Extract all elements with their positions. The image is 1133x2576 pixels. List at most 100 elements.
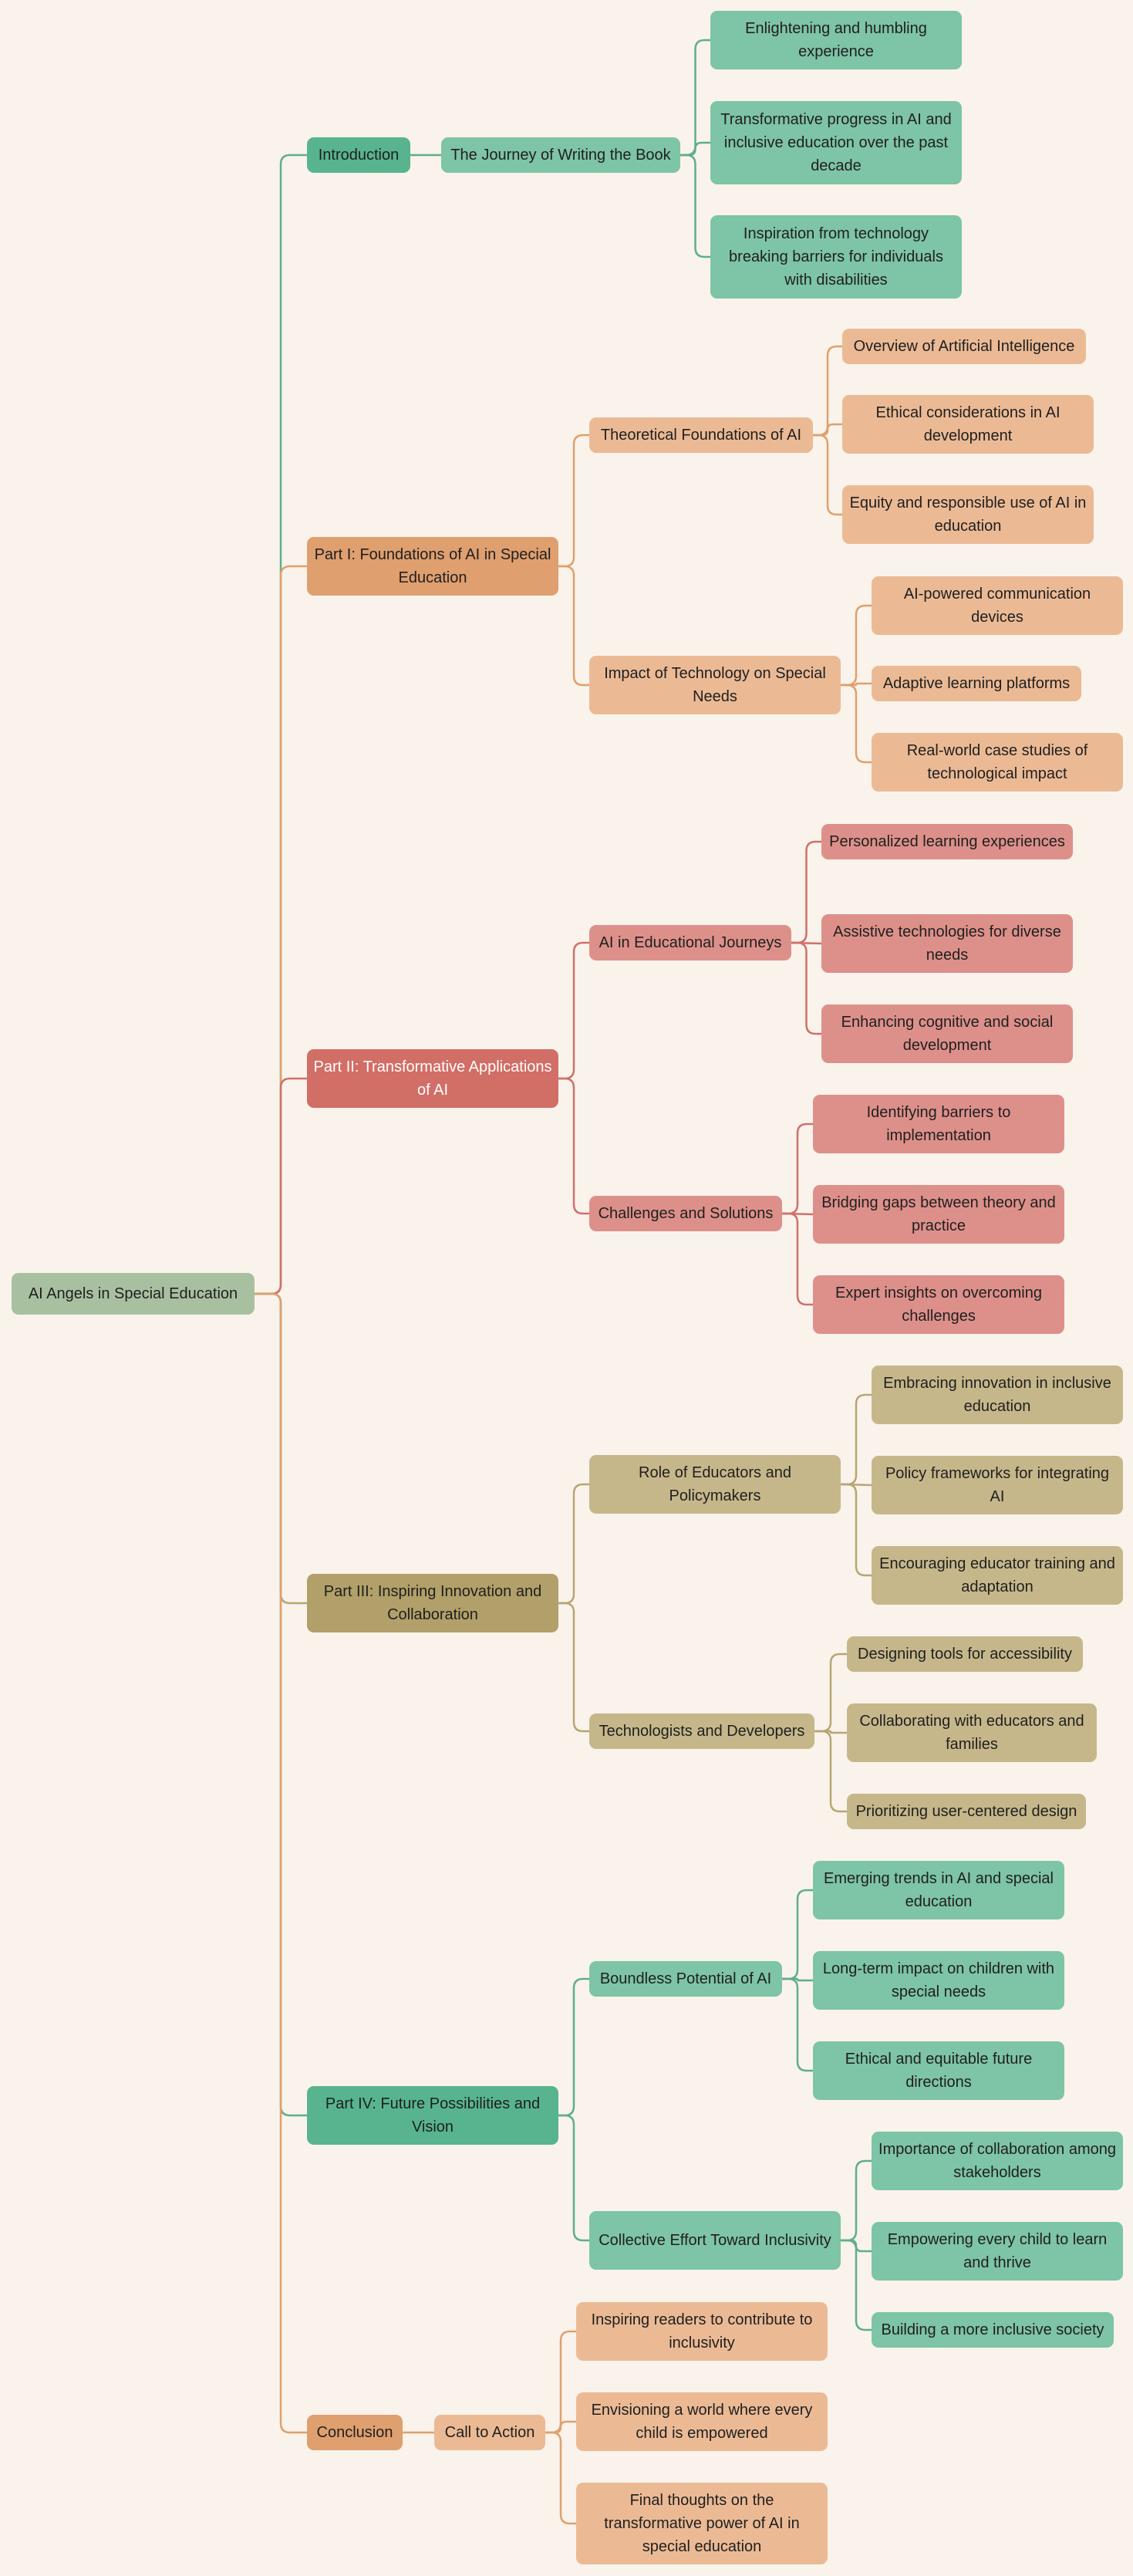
leaf-node-4-1-2-label: Policy frameworks for integrating AI	[885, 1465, 1110, 1505]
sub-node-1-1[interactable]: The Journey of Writing the Book	[441, 137, 680, 173]
leaf-node-4-2-1[interactable]: Designing tools for accessibility	[847, 1636, 1083, 1672]
leaf-link-4-1-1	[841, 1393, 872, 1486]
leaf-node-2-2-1-label: AI-powered communication devices	[903, 586, 1091, 626]
leaf-node-3-2-3[interactable]: Expert insights on overcoming challenges	[813, 1275, 1064, 1334]
sub-node-2-2-label: Impact of Technology on Special Needs	[604, 665, 826, 705]
branch-node-3-label: Part II: Transformative Applications of …	[313, 1058, 552, 1099]
leaf-node-5-2-2-label: Empowering every child to learn and thri…	[887, 2231, 1108, 2271]
branch-node-2-label: Part I: Foundations of AI in Special Edu…	[314, 546, 551, 586]
leaf-node-5-1-1[interactable]: Emerging trends in AI and special educat…	[813, 1861, 1064, 1919]
sub-node-4-1[interactable]: Role of Educators and Policymakers	[589, 1455, 841, 1514]
leaf-node-3-2-3-label: Expert insights on overcoming challenges	[835, 1285, 1042, 1325]
branch-node-4[interactable]: Part III: Inspiring Innovation and Colla…	[307, 1574, 558, 1632]
leaf-link-2-2-1	[841, 604, 872, 687]
leaf-link-5-1-1	[782, 1889, 813, 1980]
leaf-node-4-2-2-label: Collaborating with educators and familie…	[859, 1713, 1084, 1753]
leaf-node-5-1-1-label: Emerging trends in AI and special educat…	[824, 1870, 1054, 1910]
branch-link-5-2	[558, 2114, 589, 2242]
leaf-node-2-1-2-label: Ethical considerations in AI development	[875, 404, 1061, 444]
leaf-node-1-1-1-label: Enlightening and humbling experience	[745, 20, 927, 60]
branch-link-2-2	[558, 565, 589, 687]
leaf-node-1-1-2-label: Transformative progress in AI and inclus…	[720, 111, 952, 174]
leaf-node-3-2-2[interactable]: Bridging gaps between theory and practic…	[813, 1185, 1064, 1244]
branch-node-5-label: Part IV: Future Possibilities and Vision	[325, 2095, 541, 2135]
leaf-node-2-2-3[interactable]: Real-world case studies of technological…	[872, 733, 1123, 792]
branch-node-6[interactable]: Conclusion	[307, 2415, 403, 2450]
root-node[interactable]: AI Angels in Special Education	[12, 1273, 255, 1315]
leaf-link-2-2-2	[841, 682, 872, 687]
sub-node-6-1[interactable]: Call to Action	[434, 2415, 545, 2450]
leaf-node-2-2-2-label: Adaptive learning platforms	[882, 675, 1071, 692]
sub-node-3-1-label: AI in Educational Journeys	[599, 934, 782, 951]
leaf-node-3-2-1[interactable]: Identifying barriers to implementation	[813, 1095, 1064, 1153]
leaf-node-5-2-3[interactable]: Building a more inclusive society	[872, 2312, 1114, 2348]
leaf-node-1-1-1[interactable]: Enlightening and humbling experience	[710, 11, 962, 69]
branch-node-1[interactable]: Introduction	[307, 137, 410, 173]
leaf-node-4-1-2[interactable]: Policy frameworks for integrating AI	[872, 1456, 1123, 1514]
leaf-node-6-1-1[interactable]: Inspiring readers to contribute to inclu…	[576, 2302, 828, 2361]
leaf-node-6-1-3-label: Final thoughts on the transformative pow…	[604, 2492, 800, 2555]
leaf-node-2-1-2[interactable]: Ethical considerations in AI development	[842, 395, 1094, 454]
leaf-node-5-2-2[interactable]: Empowering every child to learn and thri…	[872, 2222, 1123, 2281]
root-link-6	[255, 1292, 307, 2434]
sub-node-2-2[interactable]: Impact of Technology on Special Needs	[589, 656, 841, 714]
sub-node-1-1-label: The Journey of Writing the Book	[450, 147, 671, 164]
leaf-node-2-2-3-label: Real-world case studies of technological…	[906, 742, 1088, 782]
sub-node-3-2-label: Challenges and Solutions	[598, 1205, 774, 1222]
branch-node-4-label: Part III: Inspiring Innovation and Colla…	[323, 1583, 542, 1623]
leaf-node-2-1-3[interactable]: Equity and responsible use of AI in educ…	[842, 485, 1094, 544]
leaf-node-5-1-3-label: Ethical and equitable future directions	[845, 2051, 1033, 2091]
leaf-node-6-1-2[interactable]: Envisioning a world where every child is…	[576, 2392, 828, 2451]
leaf-link-6-1-3	[545, 2431, 576, 2525]
leaf-node-1-1-3[interactable]: Inspiration from technology breaking bar…	[710, 215, 962, 299]
branch-link-5-1	[558, 1977, 589, 2117]
sub-node-3-2[interactable]: Challenges and Solutions	[589, 1196, 782, 1231]
leaf-node-2-2-1[interactable]: AI-powered communication devices	[872, 576, 1123, 635]
branch-node-2[interactable]: Part I: Foundations of AI in Special Edu…	[307, 537, 558, 596]
leaf-link-4-2-3	[814, 1730, 847, 1813]
leaf-link-5-1-2	[782, 1977, 813, 1982]
leaf-node-3-2-2-label: Bridging gaps between theory and practic…	[821, 1194, 1056, 1234]
leaf-node-2-1-1[interactable]: Overview of Artificial Intelligence	[842, 329, 1086, 364]
leaf-node-1-1-3-label: Inspiration from technology breaking bar…	[729, 225, 943, 289]
leaf-node-1-1-2[interactable]: Transformative progress in AI and inclus…	[710, 101, 962, 184]
leaf-node-6-1-3[interactable]: Final thoughts on the transformative pow…	[576, 2483, 828, 2564]
leaf-link-6-1-1	[545, 2330, 576, 2434]
leaf-node-4-2-2[interactable]: Collaborating with educators and familie…	[847, 1703, 1097, 1762]
leaf-link-1-1-1	[680, 39, 710, 157]
branch-link-4-1	[558, 1483, 589, 1605]
leaf-link-5-2-1	[841, 2159, 872, 2242]
leaf-node-5-2-1[interactable]: Importance of collaboration among stakeh…	[872, 2132, 1123, 2190]
leaf-link-3-2-3	[782, 1212, 813, 1306]
leaf-node-3-1-2-label: Assistive technologies for diverse needs	[833, 923, 1061, 964]
leaf-node-5-2-3-label: Building a more inclusive society	[881, 2321, 1104, 2338]
sub-node-2-1[interactable]: Theoretical Foundations of AI	[589, 417, 813, 453]
leaf-node-3-1-3[interactable]: Enhancing cognitive and social developme…	[821, 1004, 1073, 1063]
leaf-node-4-1-3[interactable]: Encouraging educator training and adapta…	[872, 1546, 1123, 1605]
branch-node-1-label: Introduction	[318, 147, 400, 164]
sub-node-4-2[interactable]: Technologists and Developers	[589, 1713, 814, 1749]
leaf-link-2-2-3	[841, 684, 872, 764]
leaf-node-3-1-2[interactable]: Assistive technologies for diverse needs	[821, 914, 1073, 973]
leaf-node-5-1-2[interactable]: Long-term impact on children with specia…	[813, 1951, 1064, 2010]
leaf-node-4-1-1[interactable]: Embracing innovation in inclusive educat…	[872, 1366, 1123, 1424]
sub-node-4-2-label: Technologists and Developers	[599, 1723, 805, 1740]
sub-node-5-1[interactable]: Boundless Potential of AI	[589, 1961, 782, 1997]
leaf-node-6-1-2-label: Envisioning a world where every child is…	[591, 2402, 813, 2442]
leaf-node-5-1-3[interactable]: Ethical and equitable future directions	[813, 2041, 1064, 2100]
sub-node-3-1[interactable]: AI in Educational Journeys	[589, 925, 791, 961]
leaf-node-2-2-2[interactable]: Adaptive learning platforms	[872, 666, 1081, 701]
leaf-node-4-2-3[interactable]: Prioritizing user-centered design	[847, 1794, 1086, 1829]
leaf-node-3-1-1-label: Personalized learning experiences	[829, 833, 1065, 850]
sub-node-5-2-label: Collective Effort Toward Inclusivity	[599, 2232, 831, 2249]
branch-node-3[interactable]: Part II: Transformative Applications of …	[307, 1049, 558, 1108]
leaf-link-1-1-3	[680, 154, 710, 258]
branch-link-3-2	[558, 1077, 589, 1215]
branch-node-5[interactable]: Part IV: Future Possibilities and Vision	[307, 2086, 558, 2145]
leaf-node-4-1-3-label: Encouraging educator training and adapta…	[879, 1555, 1115, 1595]
leaf-link-3-1-3	[791, 941, 821, 1035]
sub-node-5-2[interactable]: Collective Effort Toward Inclusivity	[589, 2211, 841, 2270]
leaf-node-3-1-1[interactable]: Personalized learning experiences	[821, 824, 1073, 859]
leaf-link-4-1-3	[841, 1483, 872, 1577]
